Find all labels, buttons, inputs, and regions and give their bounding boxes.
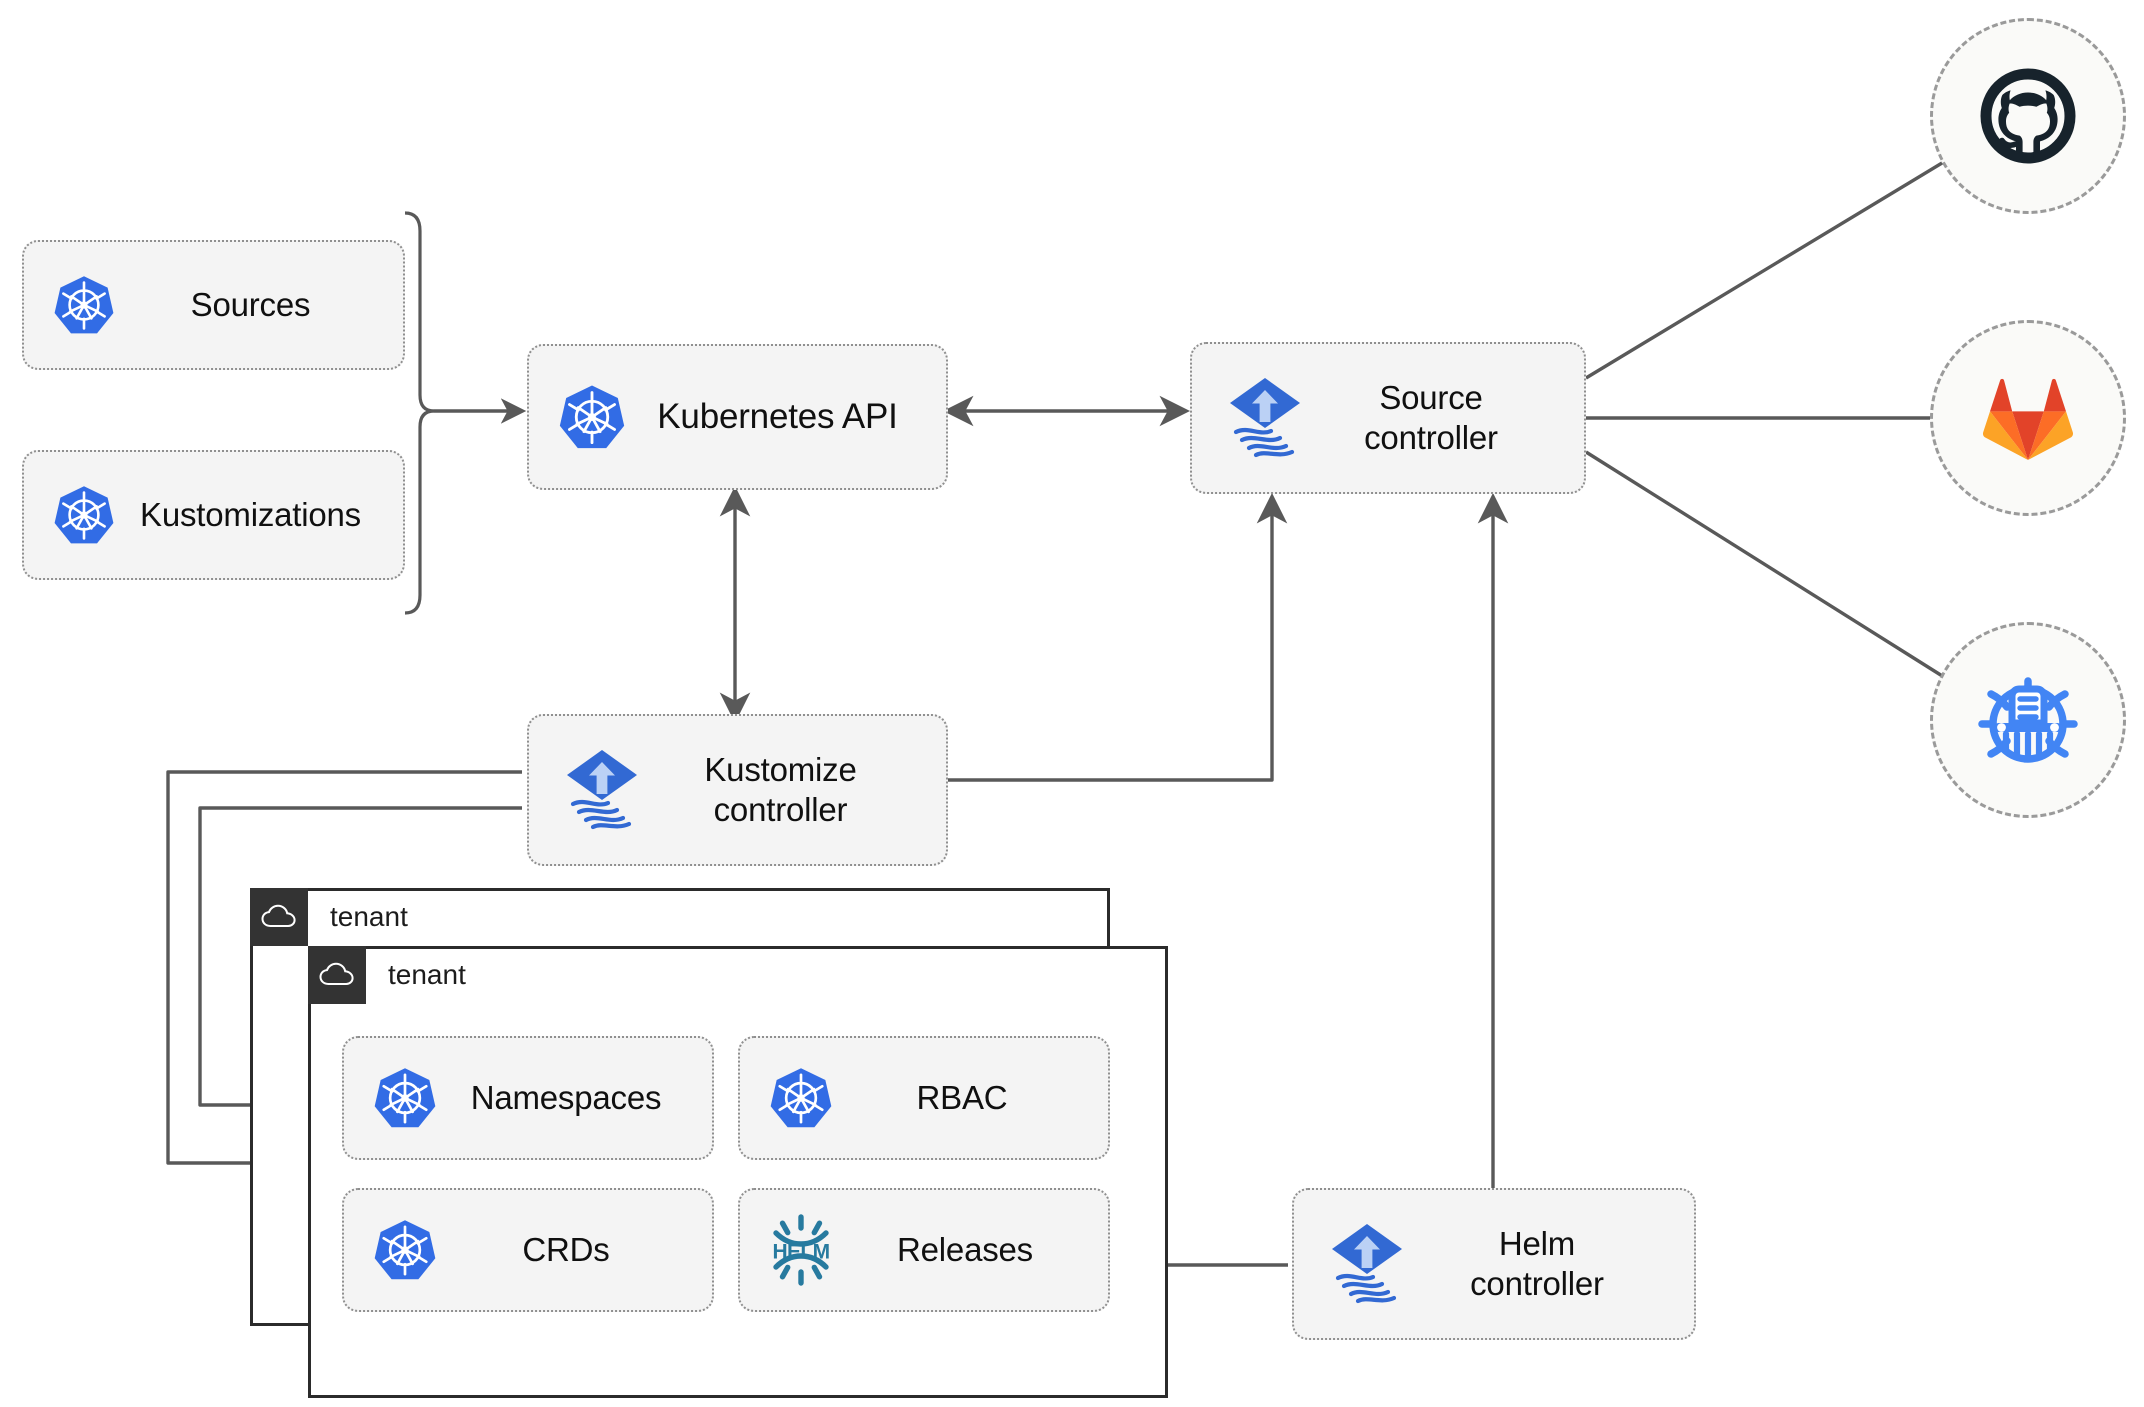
cloud-icon [250,888,308,946]
kustomize-controller-label: Kustomize controller [704,750,857,828]
source-controller-node[interactable]: Source controller [1190,342,1586,494]
tenant-resource-label: RBAC [916,1078,1008,1116]
kubernetes-api-node[interactable]: Kubernetes API [527,344,948,490]
cloud-icon [308,946,366,1004]
tenant-tab: tenant [250,888,408,946]
resource-label: Kustomizations [140,495,361,533]
wire-source-to-github [1585,131,1995,380]
tenant-resource-namespaces[interactable]: Namespaces [342,1036,714,1160]
wire-source-to-oci [1585,450,1995,709]
endpoint-oci-registry[interactable] [1930,622,2126,818]
tenant-resource-rbac[interactable]: RBAC [738,1036,1110,1160]
tenant-group-front[interactable]: tenant [308,946,1168,1398]
endpoint-gitlab[interactable] [1930,320,2126,516]
tenant-resource-label: Releases [897,1230,1033,1268]
kubernetes-icon [52,273,116,337]
wire-bracket-top [404,211,435,413]
diagram-title: Flux GitOps multi-tenancy architecture [0,21,1,22]
source-controller-label: Source controller [1364,378,1498,456]
flux-icon [1226,376,1304,460]
helm-controller-node[interactable]: Helm controller [1292,1188,1696,1340]
tenant-resource-releases[interactable]: HELM Releases [738,1188,1110,1312]
tenant-label: tenant [388,959,466,990]
kubernetes-api-label: Kubernetes API [657,396,898,436]
tenant-label: tenant [330,901,408,932]
helm-icon: HELM [762,1211,840,1289]
helm-controller-label: Helm controller [1470,1224,1604,1302]
resource-sources[interactable]: Sources [22,240,405,370]
wire-bracket-bottom [404,409,435,615]
kubernetes-icon [52,483,116,547]
kubernetes-icon [372,1065,438,1131]
kubernetes-icon [372,1217,438,1283]
endpoint-github[interactable] [1930,18,2126,214]
tenant-resource-crds[interactable]: CRDs [342,1188,714,1312]
oci-registry-icon [1978,677,2078,763]
tenant-resource-label: CRDs [522,1230,610,1268]
kubernetes-icon [557,382,627,452]
gitlab-icon [1982,378,2074,460]
kustomize-controller-node[interactable]: Kustomize controller [527,714,948,866]
resource-label: Sources [190,285,311,323]
wire-kustomize-to-source [948,492,1288,782]
tenant-tab: tenant [308,946,466,1004]
github-icon [1980,68,2076,164]
kubernetes-icon [768,1065,834,1131]
flux-icon [1328,1222,1406,1306]
resource-kustomizations[interactable]: Kustomizations [22,450,405,580]
tenant-resource-label: Namespaces [470,1078,662,1116]
svg-text:HELM: HELM [772,1241,829,1264]
flux-icon [563,748,641,832]
